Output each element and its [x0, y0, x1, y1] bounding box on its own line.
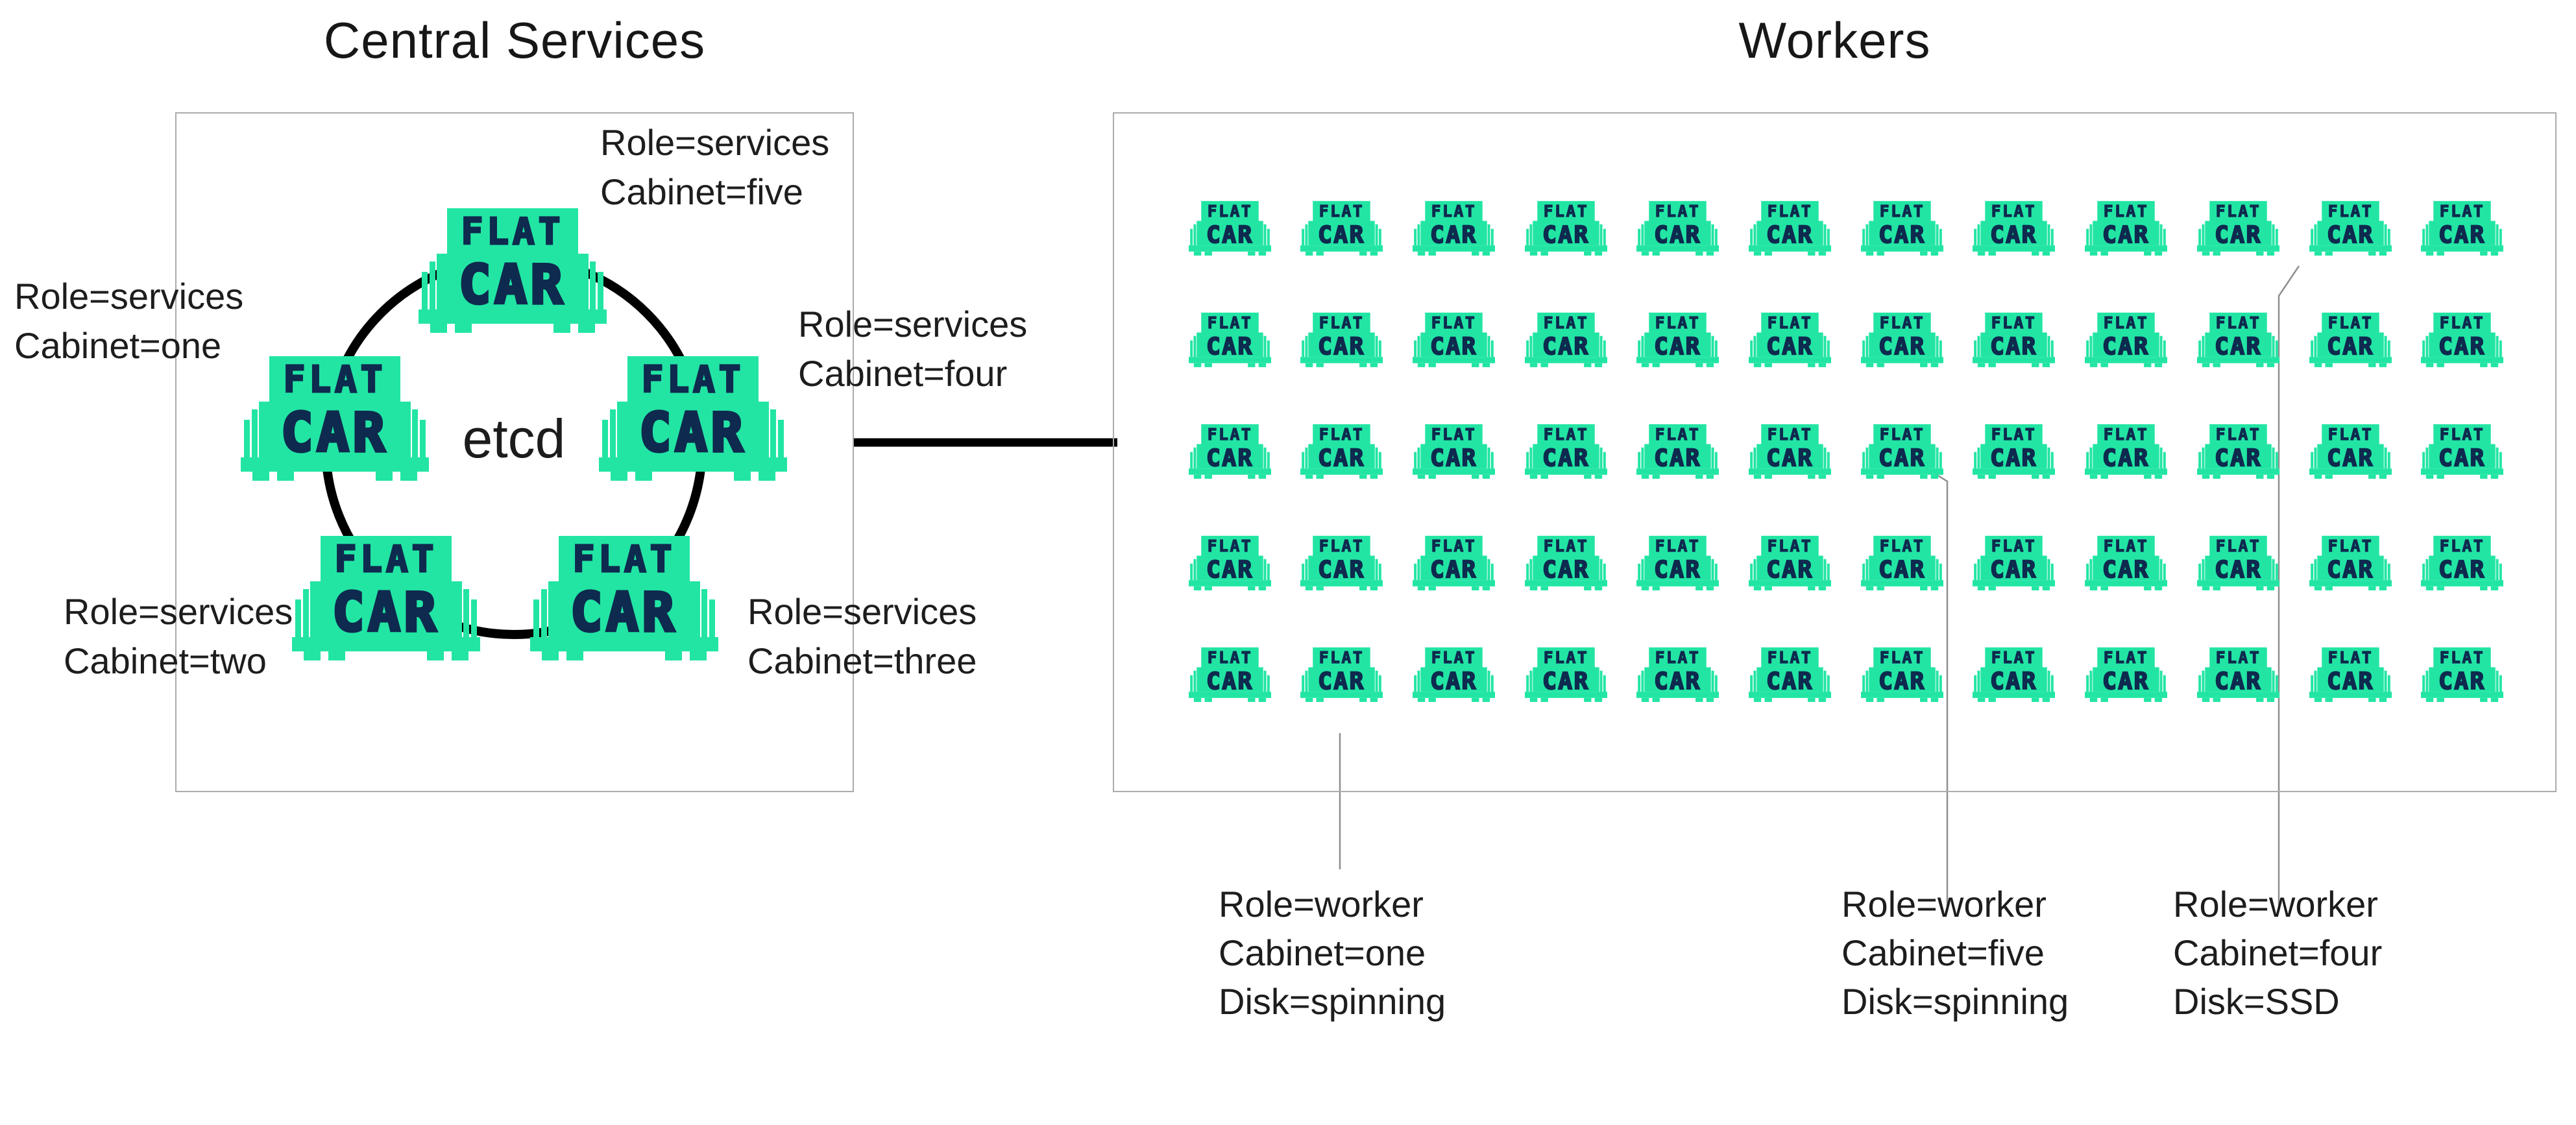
worker-node-logo: [1749, 422, 1831, 479]
worker-node-logo: [1189, 422, 1271, 479]
worker-node-logo: [1525, 199, 1607, 256]
worker-node-logo: [2085, 646, 2167, 703]
central-node-label-cabinet-three: Role=services Cabinet=three: [747, 591, 977, 681]
worker-node-logo: [1189, 534, 1271, 591]
worker-callout-cabinet-one: Role=worker Cabinet=one Disk=spinning: [1219, 884, 1446, 1022]
worker-node-logo: [2421, 199, 2503, 256]
worker-node-logo: [2421, 534, 2503, 591]
worker-node-logo: [2085, 534, 2167, 591]
worker-node-logo: [1300, 311, 1383, 368]
worker-node-logo: [2421, 311, 2503, 368]
worker-node-logo: [1413, 422, 1495, 479]
worker-node-logo: [1861, 646, 1943, 703]
worker-node-logo: [1749, 199, 1831, 256]
leader-line-cabinet-four: [2278, 265, 2300, 907]
worker-node-logo: [1973, 422, 2055, 479]
worker-node-logo: [1189, 646, 1271, 703]
worker-node-logo: [1189, 311, 1271, 368]
worker-node-logo: [1525, 646, 1607, 703]
central-node-top: [419, 204, 607, 334]
worker-node-logo: [1749, 646, 1831, 703]
worker-node-logo: [1525, 422, 1607, 479]
worker-node-logo: [1861, 199, 1943, 256]
workers-box: [1113, 112, 2557, 792]
worker-node-logo: [2085, 311, 2167, 368]
central-services-box: [175, 112, 854, 792]
central-node-right: [599, 352, 787, 482]
worker-node-logo: [2309, 422, 2392, 479]
worker-node-logo: [2197, 534, 2279, 591]
worker-node-logo: [2197, 422, 2279, 479]
worker-node-logo: [1861, 311, 1943, 368]
worker-node-logo: [1973, 311, 2055, 368]
worker-node-logo: [1749, 534, 1831, 591]
worker-node-logo: [2197, 199, 2279, 256]
central-node-bottom-left: [292, 532, 480, 662]
worker-node-logo: [1749, 311, 1831, 368]
worker-node-logo: [2197, 646, 2279, 703]
central-services-title: Central Services: [323, 12, 706, 69]
central-node-bottom-right: [530, 532, 718, 662]
worker-node-logo: [2197, 311, 2279, 368]
worker-node-logo: [1300, 534, 1383, 591]
worker-node-logo: [2421, 646, 2503, 703]
worker-node-logo: [1413, 311, 1495, 368]
worker-node-logo: [1636, 646, 1719, 703]
worker-node-logo: [1861, 534, 1943, 591]
worker-node-logo: [1636, 311, 1719, 368]
worker-node-logo: [1973, 199, 2055, 256]
central-node-label-cabinet-two: Role=services Cabinet=two: [64, 591, 293, 681]
worker-node-logo: [1636, 199, 1719, 256]
worker-node-logo: [2309, 646, 2392, 703]
worker-node-logo: [1636, 422, 1719, 479]
worker-node-logo: [2309, 199, 2392, 256]
worker-node-logo: [1973, 646, 2055, 703]
worker-node-logo: [1300, 646, 1383, 703]
worker-node-logo: [2309, 534, 2392, 591]
worker-node-logo: [1189, 199, 1271, 256]
central-node-label-cabinet-five: Role=services Cabinet=five: [600, 122, 830, 212]
central-node-label-cabinet-one: Role=services Cabinet=one: [14, 276, 244, 366]
worker-node-logo: [1861, 422, 1943, 479]
worker-node-logo: [1413, 199, 1495, 256]
worker-node-logo: [1973, 534, 2055, 591]
central-node-left: [241, 352, 429, 482]
worker-node-logo: [1413, 534, 1495, 591]
worker-node-logo: [2421, 422, 2503, 479]
worker-node-logo: [2085, 422, 2167, 479]
worker-callout-cabinet-four: Role=worker Cabinet=four Disk=SSD: [2173, 884, 2383, 1022]
worker-callout-cabinet-five: Role=worker Cabinet=five Disk=spinning: [1841, 884, 2069, 1022]
workers-title: Workers: [1738, 12, 1931, 69]
worker-node-logo: [1525, 534, 1607, 591]
worker-node-logo: [2085, 199, 2167, 256]
worker-node-logo: [2309, 311, 2392, 368]
etcd-label: etcd: [462, 408, 566, 469]
worker-node-logo: [1525, 311, 1607, 368]
central-node-label-cabinet-four: Role=services Cabinet=four: [798, 304, 1028, 394]
worker-node-logo: [1636, 534, 1719, 591]
worker-node-logo: [1300, 422, 1383, 479]
worker-node-logo: [1300, 199, 1383, 256]
worker-node-logo: [1413, 646, 1495, 703]
